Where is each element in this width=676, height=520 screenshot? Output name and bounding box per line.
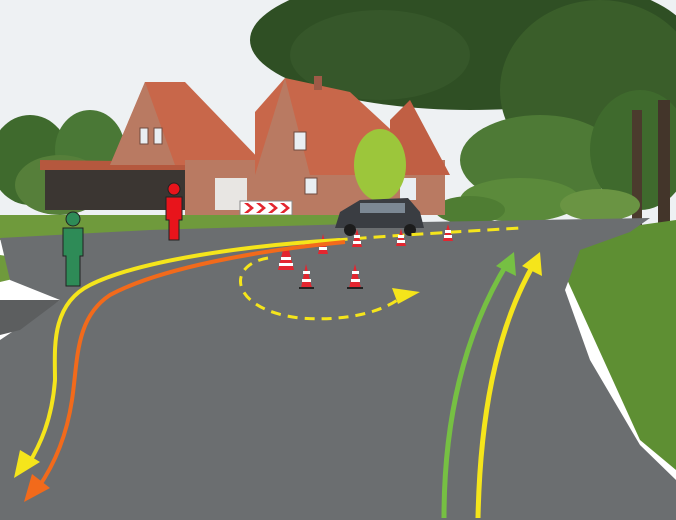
bright-bush [354, 129, 406, 201]
person-red [165, 182, 183, 241]
dashed-yellow-loop-arrow-head [392, 288, 420, 304]
dashed-yellow-loop-arrow [239, 256, 401, 321]
chevron-warning-sign [239, 200, 293, 216]
yellow-straight-arrow [475, 260, 538, 519]
house [40, 76, 450, 215]
traffic-cone [278, 250, 294, 270]
car [335, 198, 424, 236]
tree-trunk [658, 100, 670, 240]
traffic-cones [278, 224, 453, 289]
traffic-cone [396, 229, 406, 246]
green-straight-arrow [441, 260, 511, 519]
green-straight-arrow-head [496, 252, 516, 276]
hedges [435, 178, 640, 224]
orange-left-turn-arrow [36, 240, 346, 490]
road [0, 218, 676, 520]
person-green [62, 211, 84, 287]
traffic-cone [352, 229, 362, 247]
right-verge [565, 220, 676, 470]
yellow-left-turn-arrow-head [14, 450, 40, 478]
traffic-cone [299, 264, 314, 289]
road-edge-shadow [0, 300, 60, 335]
yellow-straight-arrow-head [522, 252, 542, 276]
tree-trunk [632, 110, 642, 230]
traffic-cone [347, 264, 363, 289]
yellow-left-turn-arrow [26, 238, 341, 467]
orange-left-turn-arrow-head [24, 474, 50, 502]
traffic-cone [443, 224, 453, 241]
